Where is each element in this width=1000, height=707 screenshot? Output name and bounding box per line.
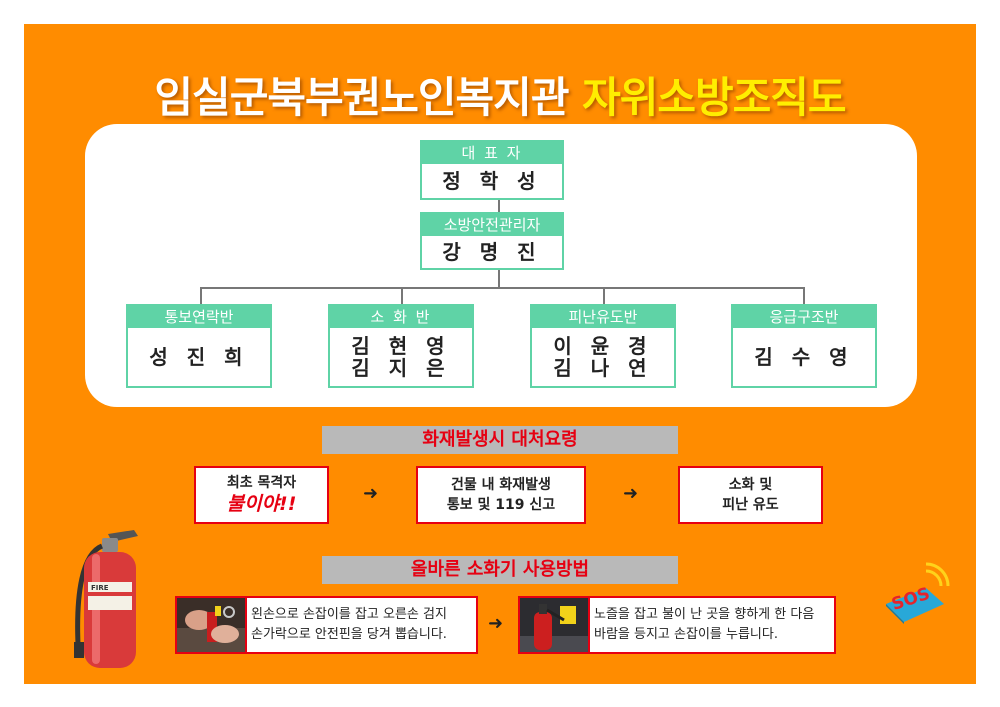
step-text: 건물 내 화재발생 bbox=[451, 477, 551, 493]
team-box-evacuation: 피난유도반 이 윤 경 김 나 연 bbox=[530, 304, 676, 388]
connector-line bbox=[401, 287, 403, 304]
connector-line bbox=[603, 287, 605, 304]
team-box-rescue: 응급구조반 김 수 영 bbox=[731, 304, 877, 388]
instruction-text: 노즐을 잡고 불이 난 곳을 향하게 한 다음 바람을 등지고 손잡이를 누릅니… bbox=[594, 605, 814, 645]
instruction-line: 왼손으로 손잡이를 잡고 오른손 검지 bbox=[251, 607, 447, 622]
team-role: 통보연락반 bbox=[128, 306, 270, 328]
instruction-line: 노즐을 잡고 불이 난 곳을 향하게 한 다음 bbox=[594, 607, 815, 622]
team-box-extinguish: 소 화 반 김 현 영 김 지 은 bbox=[328, 304, 474, 388]
extinguisher-step-spray: 노즐을 잡고 불이 난 곳을 향하게 한 다음 바람을 등지고 손잡이를 누릅니… bbox=[518, 596, 836, 654]
safety-manager-role: 소방안전관리자 bbox=[422, 214, 562, 236]
team-member: 김 지 은 bbox=[351, 356, 451, 380]
spray-photo bbox=[520, 598, 590, 652]
connector-line bbox=[200, 287, 202, 304]
connector-line bbox=[498, 270, 500, 288]
instruction-line: 바람을 등지고 손잡이를 누릅니다. bbox=[594, 627, 778, 642]
response-step-evacuate: 소화 및 피난 유도 bbox=[678, 466, 823, 524]
connector-line bbox=[498, 200, 500, 212]
team-member: 성 진 희 bbox=[149, 345, 249, 369]
response-step-report: 건물 내 화재발생 통보 및 119 신고 bbox=[416, 466, 586, 524]
title-main: 임실군북부권노인복지관 bbox=[154, 73, 569, 122]
team-role: 소 화 반 bbox=[330, 306, 472, 328]
extinguisher-heading: 올바른 소화기 사용방법 bbox=[322, 556, 678, 584]
page-title: 임실군북부권노인복지관 자위소방조직도 bbox=[24, 64, 976, 125]
step-text: 피난 유도 bbox=[722, 497, 779, 513]
representative-name: 정 학 성 bbox=[442, 169, 542, 193]
step-text: 최초 목격자 bbox=[226, 475, 297, 491]
arrow-right-icon: ➜ bbox=[363, 483, 379, 504]
team-member: 김 현 영 bbox=[351, 334, 451, 358]
step-emphasis: 불이야!! bbox=[226, 493, 297, 515]
safety-manager-box: 소방안전관리자 강 명 진 bbox=[420, 212, 564, 270]
pull-pin-photo bbox=[177, 598, 247, 652]
sos-phone-icon: SOS bbox=[886, 562, 950, 624]
team-role: 응급구조반 bbox=[733, 306, 875, 328]
step-text: 통보 및 119 신고 bbox=[446, 497, 556, 513]
title-highlight: 자위소방조직도 bbox=[582, 73, 846, 122]
arrow-right-icon: ➜ bbox=[488, 613, 504, 634]
instruction-text: 왼손으로 손잡이를 잡고 오른손 검지 손가락으로 안전핀을 당겨 뽑습니다. bbox=[251, 605, 447, 645]
team-role: 피난유도반 bbox=[532, 306, 674, 328]
representative-role: 대 표 자 bbox=[422, 142, 562, 164]
org-chart: 대 표 자 정 학 성 소방안전관리자 강 명 진 통보연락반 성 진 희 소 … bbox=[85, 124, 917, 407]
extinguisher-label: FIRE bbox=[91, 584, 109, 592]
fire-response-heading: 화재발생시 대처요령 bbox=[322, 426, 678, 454]
team-member: 이 윤 경 bbox=[553, 334, 653, 358]
connector-line bbox=[200, 287, 804, 289]
response-step-witness: 최초 목격자 불이야!! bbox=[194, 466, 329, 524]
step-text: 소화 및 bbox=[728, 477, 773, 493]
team-member: 김 수 영 bbox=[754, 345, 854, 369]
instruction-line: 손가락으로 안전핀을 당겨 뽑습니다. bbox=[251, 627, 447, 642]
representative-box: 대 표 자 정 학 성 bbox=[420, 140, 564, 200]
fire-extinguisher-icon: FIRE bbox=[74, 530, 138, 668]
poster: 임실군북부권노인복지관 자위소방조직도 대 표 자 정 학 성 소방안전관리자 … bbox=[24, 24, 976, 684]
team-member: 김 나 연 bbox=[553, 356, 653, 380]
extinguisher-step-pin: 왼손으로 손잡이를 잡고 오른손 검지 손가락으로 안전핀을 당겨 뽑습니다. bbox=[175, 596, 478, 654]
team-box-report: 통보연락반 성 진 희 bbox=[126, 304, 272, 388]
connector-line bbox=[803, 287, 805, 304]
arrow-right-icon: ➜ bbox=[623, 483, 639, 504]
safety-manager-name: 강 명 진 bbox=[442, 240, 542, 264]
